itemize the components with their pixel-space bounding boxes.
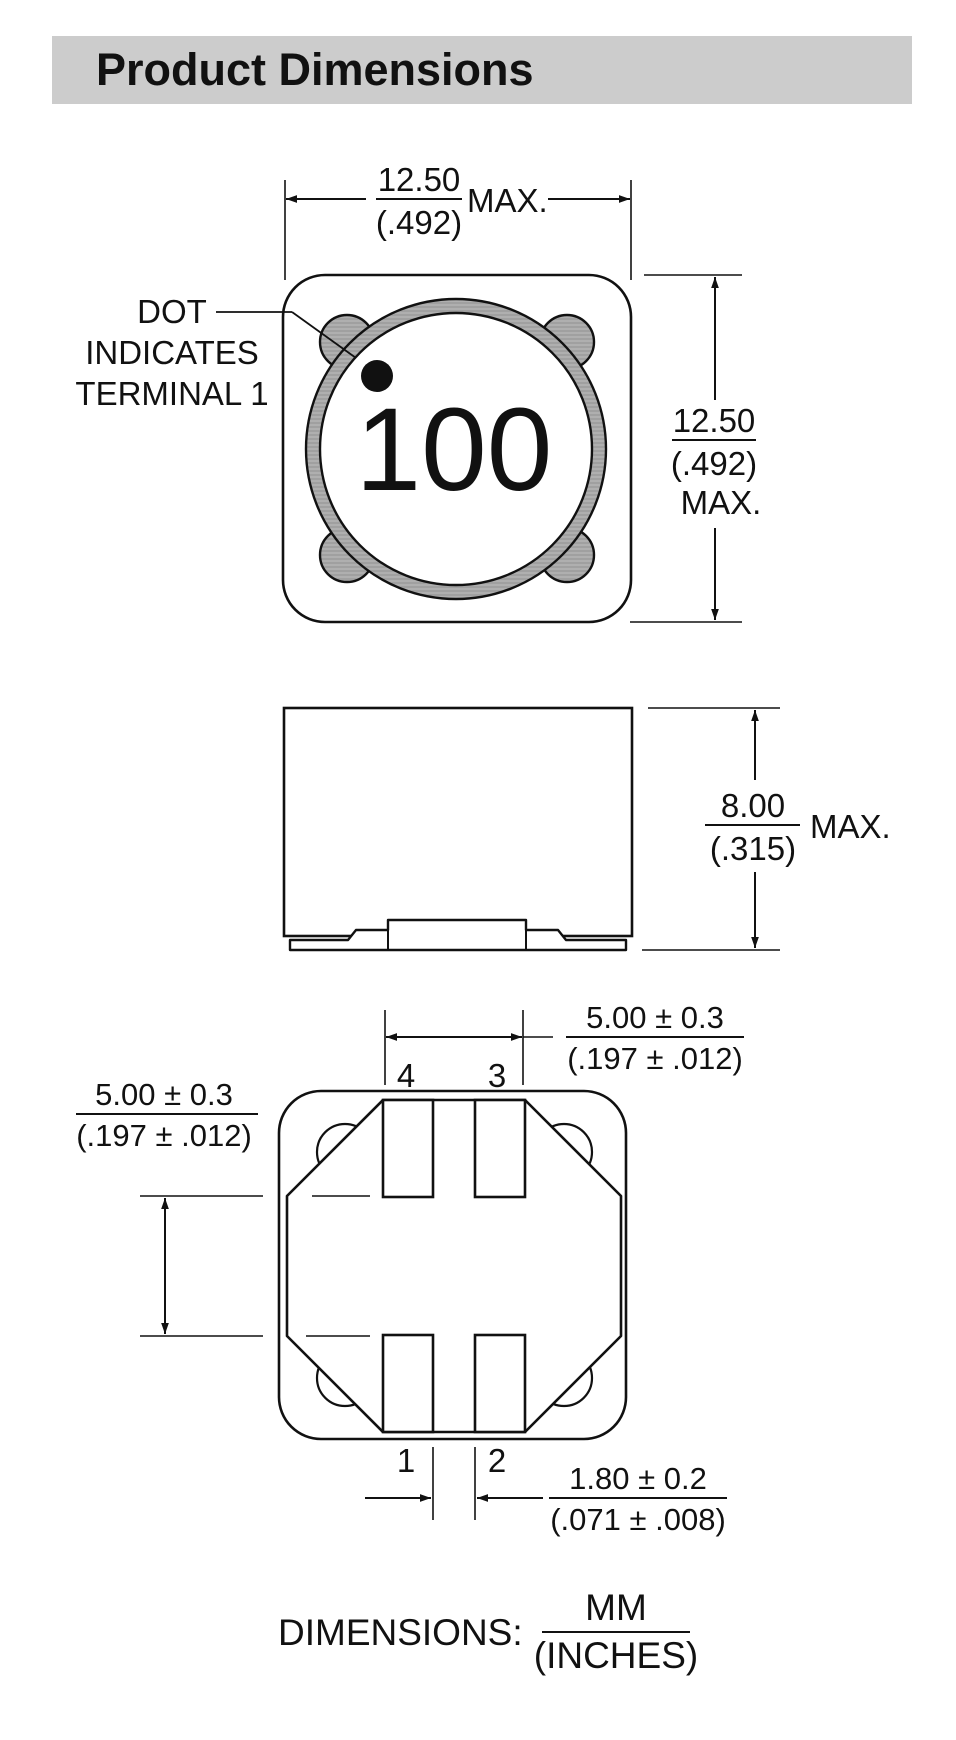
pad-2: [473, 1333, 527, 1434]
top-view: 12.50 (.492) MAX. 100 DOT INDICATES TERM…: [75, 161, 762, 624]
side-height-mm: 8.00: [721, 787, 785, 824]
pad-3: [473, 1098, 527, 1199]
padw-inches: (.071 ± .008): [550, 1502, 726, 1537]
pitch-h-mm: 5.00 ± 0.3: [586, 1000, 724, 1035]
padw-mm: 1.80 ± 0.2: [569, 1461, 707, 1496]
pitch-h-inches: (.197 ± .012): [567, 1041, 743, 1076]
bottom-base-octagon: [285, 1098, 623, 1434]
legend-numerator: MM: [585, 1587, 647, 1628]
side-height-max: MAX.: [810, 808, 891, 845]
legend-denominator: (INCHES): [534, 1635, 698, 1676]
pitch-v-inches: (.197 ± .012): [76, 1118, 252, 1153]
side-view: 8.00 (.315) MAX.: [282, 706, 891, 952]
pitch-v-mm: 5.00 ± 0.3: [95, 1077, 233, 1112]
dot-callout-line-1: DOT: [137, 293, 207, 330]
top-height-max: MAX.: [681, 484, 762, 521]
legend-label: DIMENSIONS:: [278, 1612, 523, 1653]
page-title: Product Dimensions: [96, 44, 534, 95]
side-terminal-profile: [288, 918, 628, 952]
top-width-inches: (.492): [376, 204, 462, 241]
top-width-max: MAX.: [467, 182, 548, 219]
top-height-mm: 12.50: [673, 402, 756, 439]
side-height-inches: (.315): [710, 830, 796, 867]
bottom-view: 4 3 1 2 5.00 ± 0.3 (.197 ± .012) 5.00 ± …: [76, 1000, 744, 1537]
dot-callout-line-3: TERMINAL 1: [75, 375, 268, 412]
side-body-outline: [282, 706, 634, 938]
pad-4: [381, 1098, 435, 1199]
pin-label-1: 1: [397, 1442, 415, 1479]
pad-1: [381, 1333, 435, 1434]
top-height-inches: (.492): [671, 445, 757, 482]
header-bar: Product Dimensions: [52, 36, 912, 104]
pin-label-2: 2: [488, 1442, 506, 1479]
pin-label-3: 3: [488, 1057, 506, 1094]
dot-callout-line-2: INDICATES: [85, 334, 259, 371]
top-width-mm: 12.50: [378, 161, 461, 198]
terminal-1-dot: [361, 360, 393, 392]
units-legend: DIMENSIONS: MM (INCHES): [278, 1587, 698, 1676]
dot-leader-diagonal: [291, 311, 357, 359]
part-marking: 100: [356, 384, 553, 516]
pin-label-4: 4: [397, 1057, 415, 1094]
